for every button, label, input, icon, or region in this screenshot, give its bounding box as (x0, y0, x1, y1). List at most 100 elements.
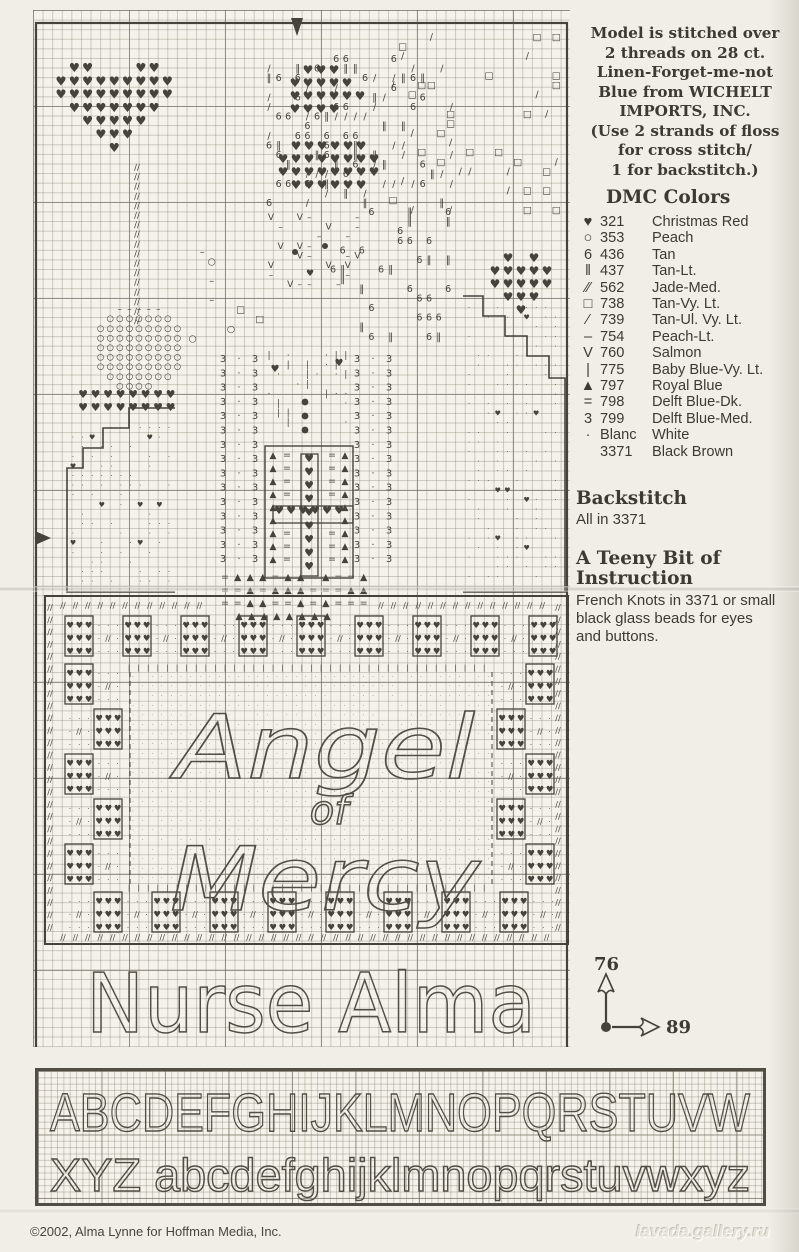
svg-text:‖: ‖ (267, 73, 272, 84)
svg-text:·: · (506, 381, 508, 389)
svg-text:=: = (284, 598, 292, 609)
svg-text:♥: ♥ (529, 290, 540, 304)
svg-text:·: · (391, 732, 393, 738)
svg-text:○: ○ (145, 353, 152, 363)
svg-text:·: · (449, 876, 451, 882)
svg-text:6: 6 (407, 284, 413, 295)
svg-text:·: · (171, 866, 173, 872)
svg-text:·: · (142, 751, 144, 757)
svg-text:·: · (468, 573, 470, 581)
svg-text:–: – (200, 247, 205, 258)
svg-text:□: □ (446, 118, 455, 129)
svg-text:·: · (276, 837, 278, 843)
svg-text:6: 6 (276, 179, 282, 190)
svg-text:∕∕: ∕∕ (47, 714, 53, 723)
svg-text:·: · (344, 389, 347, 399)
svg-text:·: · (372, 760, 374, 766)
svg-text:♥: ♥ (472, 634, 480, 644)
svg-text:∕∕: ∕∕ (47, 652, 53, 661)
svg-text:○: ○ (97, 343, 104, 353)
svg-text:∕∕: ∕∕ (47, 640, 53, 649)
svg-text:·: · (185, 911, 187, 919)
svg-text:·: · (190, 876, 192, 882)
svg-text:‖: ‖ (340, 274, 345, 285)
svg-text:·: · (420, 732, 422, 738)
svg-text:∕∕: ∕∕ (515, 601, 521, 610)
svg-text:∕∕: ∕∕ (408, 933, 414, 942)
svg-text:|: | (358, 664, 360, 672)
svg-text:♥: ♥ (498, 740, 506, 750)
svg-text:3: 3 (354, 454, 360, 465)
svg-text:·: · (223, 648, 225, 656)
svg-text:·: · (209, 693, 211, 699)
svg-text:·: · (368, 924, 370, 932)
svg-text:·: · (145, 898, 147, 906)
svg-text:·: · (98, 850, 100, 858)
svg-text:·: · (267, 703, 269, 709)
svg-text:♥: ♥ (317, 634, 325, 644)
svg-text:·: · (335, 389, 338, 399)
svg-text:∕∕: ∕∕ (555, 898, 561, 907)
svg-text:·: · (359, 898, 361, 906)
svg-text:·: · (377, 911, 379, 919)
svg-text:∕∕: ∕∕ (221, 634, 227, 643)
svg-text:·: · (120, 482, 122, 490)
svg-text:♥: ♥ (291, 139, 302, 153)
svg-text:=: = (360, 598, 368, 609)
svg-text:·: · (478, 684, 480, 690)
svg-text:·: · (151, 866, 153, 872)
svg-text:·: · (372, 674, 374, 680)
svg-text:·: · (468, 371, 470, 379)
svg-text:·: · (199, 856, 201, 862)
svg-text:6: 6 (362, 73, 368, 84)
svg-text:·: · (305, 847, 307, 853)
svg-text:·: · (420, 712, 422, 718)
svg-text:♥: ♥ (546, 695, 554, 705)
svg-text:|: | (281, 884, 283, 892)
svg-text:·: · (228, 818, 230, 824)
svg-text:–: – (127, 305, 131, 315)
svg-text:·: · (142, 684, 144, 690)
svg-text:·: · (439, 866, 441, 872)
svg-text:·: · (87, 898, 89, 906)
svg-text:·: · (87, 924, 89, 932)
svg-text:|: | (368, 664, 370, 672)
svg-text:♥: ♥ (507, 830, 515, 840)
svg-text:·: · (149, 549, 151, 557)
svg-text:·: · (116, 760, 118, 768)
svg-text:·: · (353, 732, 355, 738)
svg-text:♥: ♥ (462, 923, 470, 933)
svg-text:‖: ‖ (382, 160, 387, 171)
svg-text:·: · (286, 818, 288, 824)
svg-text:·: · (530, 728, 532, 736)
svg-text:·: · (98, 773, 100, 781)
svg-text:·: · (430, 789, 432, 795)
svg-text:·: · (516, 554, 518, 562)
svg-text:∕∕: ∕∕ (555, 714, 561, 723)
svg-text:·: · (363, 856, 365, 862)
svg-text:♥: ♥ (85, 634, 93, 644)
svg-text:♥: ♥ (66, 695, 74, 705)
svg-text:·: · (359, 924, 361, 932)
svg-text:♥: ♥ (298, 647, 306, 657)
svg-text:·: · (281, 648, 283, 656)
svg-text:♥: ♥ (259, 621, 267, 631)
svg-text:·: · (343, 712, 345, 718)
svg-text:♥: ♥ (274, 504, 284, 517)
svg-text:○: ○ (135, 353, 142, 363)
svg-text:·: · (478, 856, 480, 862)
svg-text:·: · (343, 760, 345, 766)
svg-text:·: · (171, 876, 173, 882)
svg-text:·: · (353, 866, 355, 872)
svg-text:·: · (554, 362, 556, 370)
svg-text:·: · (391, 876, 393, 882)
svg-text:3: 3 (252, 454, 258, 465)
fold-crease (0, 586, 799, 592)
svg-text:·: · (315, 741, 317, 747)
svg-text:·: · (110, 520, 112, 528)
svg-text:♥: ♥ (343, 139, 354, 153)
svg-text:·: · (519, 876, 521, 884)
svg-text:‖: ‖ (286, 160, 291, 171)
